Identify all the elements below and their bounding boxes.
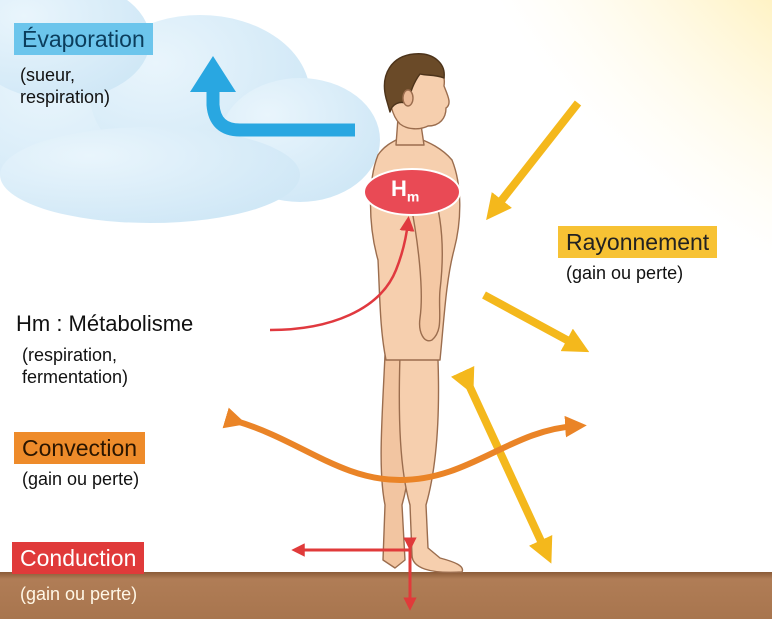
hm-symbol: Hm — [391, 176, 419, 204]
evaporation-sublabel: (sueur, respiration) — [20, 64, 110, 108]
human-figure — [371, 54, 463, 573]
evaporation-sub-line2: respiration) — [20, 86, 110, 108]
convection-sublabel: (gain ou perte) — [22, 468, 139, 490]
hm-base: H — [391, 176, 407, 201]
metabolism-sub-line1: (respiration, — [22, 344, 128, 366]
metabolism-sub-line2: fermentation) — [22, 366, 128, 388]
radiation-arrow-double — [468, 383, 546, 552]
conduction-sublabel: (gain ou perte) — [20, 583, 137, 605]
radiation-label: Rayonnement — [558, 226, 717, 258]
radiation-sublabel: (gain ou perte) — [566, 262, 683, 284]
convection-label: Convection — [14, 432, 145, 464]
conduction-label: Conduction — [12, 542, 144, 574]
metabolism-sublabel: (respiration, fermentation) — [22, 344, 128, 388]
radiation-arrow-out — [484, 295, 578, 346]
evaporation-label: Évaporation — [14, 23, 153, 55]
hm-subscript: m — [407, 188, 419, 204]
metabolism-label: Hm : Métabolisme — [16, 311, 193, 337]
evaporation-sub-line1: (sueur, — [20, 64, 110, 86]
